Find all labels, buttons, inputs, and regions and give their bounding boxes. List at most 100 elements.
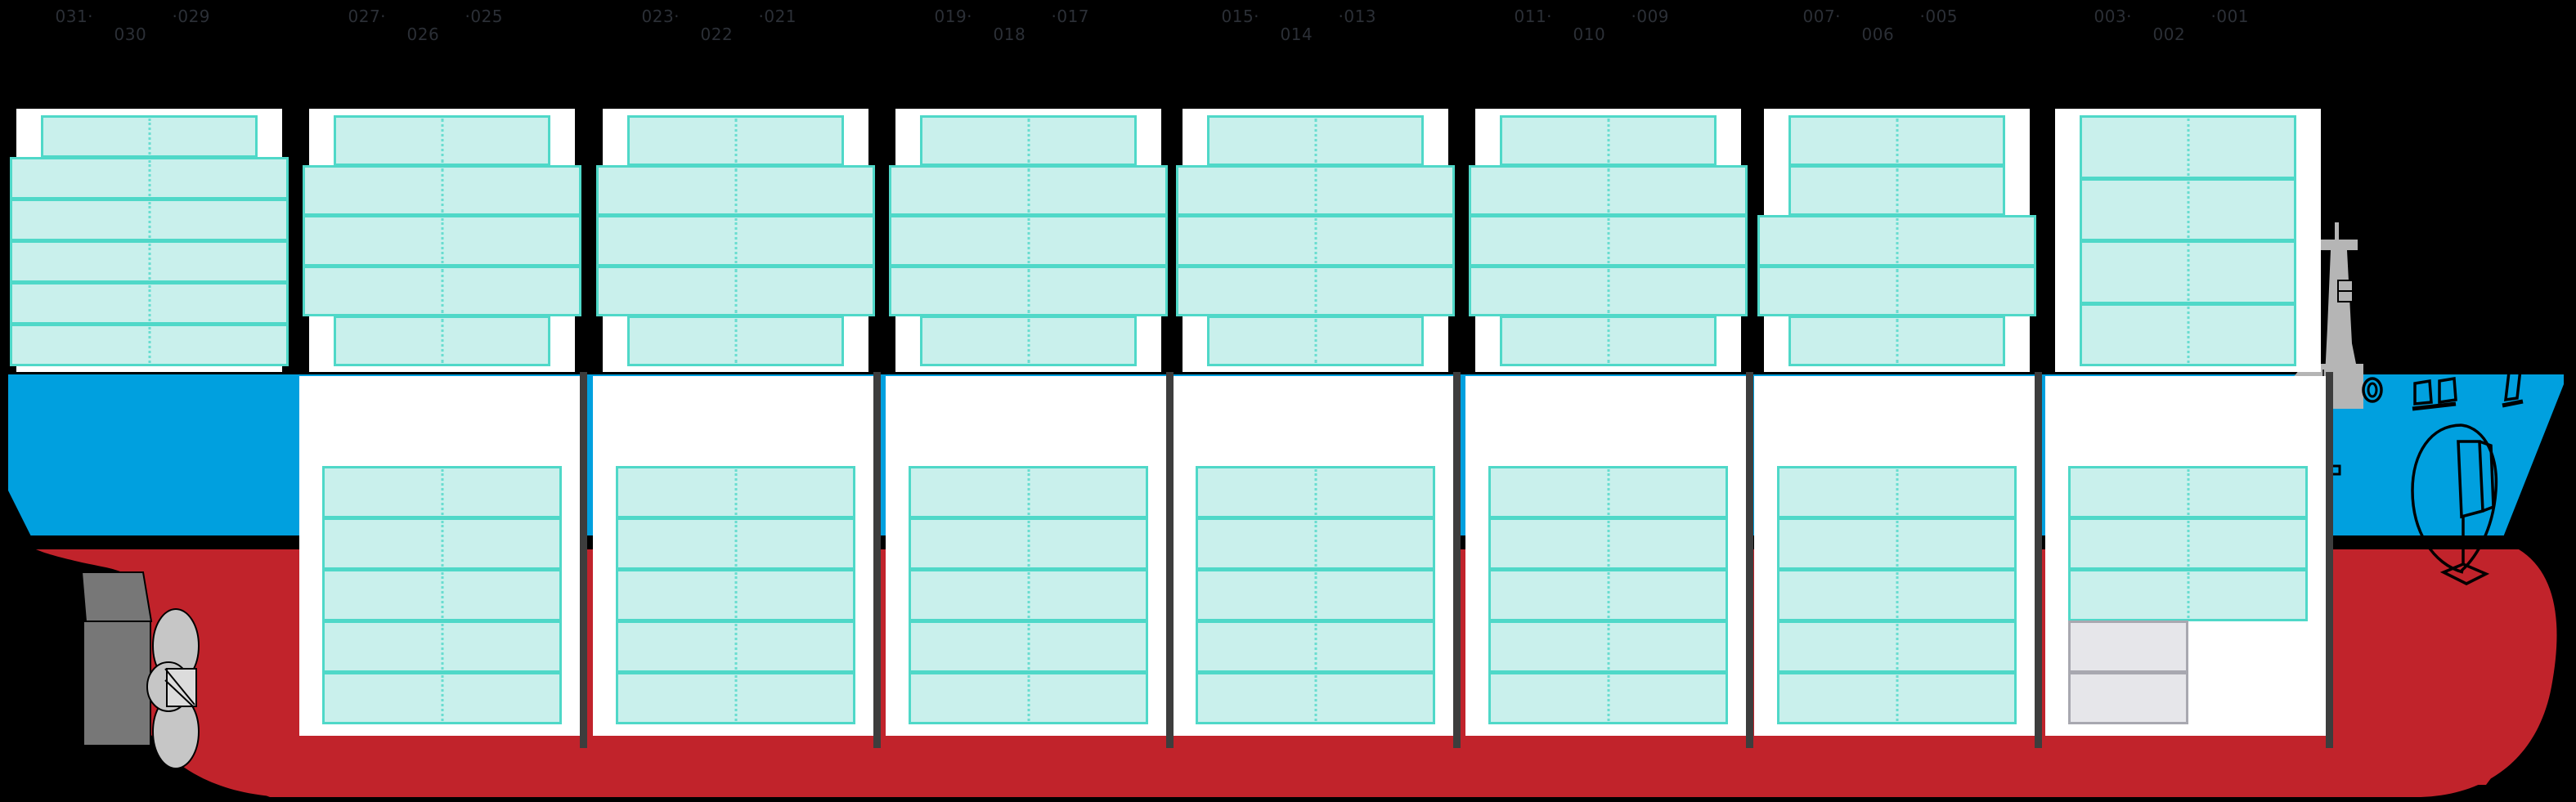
container-slot[interactable]: [1488, 672, 1728, 724]
container-slot[interactable]: [322, 672, 562, 724]
container-slot-empty[interactable]: [2068, 621, 2188, 673]
container-slot[interactable]: [1196, 569, 1435, 621]
container-slot-empty[interactable]: [2068, 672, 2188, 724]
container-slot[interactable]: [616, 466, 855, 518]
container-slot[interactable]: [909, 517, 1148, 570]
container-slot[interactable]: [334, 315, 550, 366]
container-slot[interactable]: [322, 621, 562, 673]
deck-bay-panel[interactable]: [596, 109, 875, 372]
container-slot[interactable]: [10, 157, 289, 199]
bay-label-odd-left: 019·: [934, 7, 973, 26]
container-slot[interactable]: [1488, 466, 1728, 518]
bay-label-odd-right: ·021: [758, 7, 797, 26]
container-slot[interactable]: [322, 517, 562, 570]
container-slot[interactable]: [1777, 466, 2017, 518]
container-slot[interactable]: [1469, 265, 1748, 316]
hold-bay-panel[interactable]: [1465, 376, 1751, 736]
container-slot[interactable]: [1176, 165, 1455, 217]
container-slot[interactable]: [596, 165, 875, 217]
container-slot[interactable]: [303, 215, 581, 267]
deck-bay-panel[interactable]: [10, 109, 289, 372]
container-slot[interactable]: [909, 466, 1148, 518]
hold-bay-panel[interactable]: [1754, 376, 2040, 736]
deck-bay-panel[interactable]: [889, 109, 1168, 372]
container-slot[interactable]: [10, 324, 289, 366]
container-slot[interactable]: [1196, 621, 1435, 673]
container-slot[interactable]: [2068, 517, 2308, 570]
container-slot[interactable]: [1500, 115, 1717, 167]
container-slot[interactable]: [2080, 302, 2296, 366]
container-slot[interactable]: [303, 265, 581, 316]
bay-label-even: 030: [114, 25, 147, 44]
deck-bay-panel[interactable]: [1469, 109, 1748, 372]
container-slot[interactable]: [1777, 569, 2017, 621]
deck-bay-panel[interactable]: [1757, 109, 2036, 372]
container-slot[interactable]: [1207, 115, 1424, 167]
container-slot[interactable]: [1469, 165, 1748, 217]
container-slot[interactable]: [616, 517, 855, 570]
container-slot[interactable]: [1757, 265, 2036, 316]
container-slot[interactable]: [909, 672, 1148, 724]
container-slot[interactable]: [1207, 315, 1424, 366]
container-slot[interactable]: [909, 621, 1148, 673]
container-slot[interactable]: [889, 165, 1168, 217]
container-slot[interactable]: [1788, 165, 2005, 217]
container-slot[interactable]: [1196, 517, 1435, 570]
container-slot[interactable]: [596, 265, 875, 316]
container-slot[interactable]: [616, 672, 855, 724]
anchor-icon: [2411, 423, 2498, 585]
deck-bay-panel[interactable]: [303, 109, 581, 372]
container-slot[interactable]: [920, 315, 1137, 366]
container-slot[interactable]: [1777, 517, 2017, 570]
container-slot[interactable]: [1777, 672, 2017, 724]
container-slot[interactable]: [1196, 672, 1435, 724]
container-slot[interactable]: [627, 315, 844, 366]
hold-bulkhead-divider: [1746, 372, 1753, 748]
container-slot[interactable]: [889, 215, 1168, 267]
container-slot[interactable]: [1196, 466, 1435, 518]
container-slot[interactable]: [2080, 240, 2296, 304]
container-slot[interactable]: [616, 621, 855, 673]
container-slot[interactable]: [1469, 215, 1748, 267]
deck-bay-panel[interactable]: [2055, 109, 2321, 372]
hold-bay-panel[interactable]: [299, 376, 585, 736]
container-slot[interactable]: [920, 115, 1137, 167]
container-slot[interactable]: [1500, 315, 1717, 366]
container-slot[interactable]: [909, 569, 1148, 621]
container-slot[interactable]: [2068, 466, 2308, 518]
container-slot[interactable]: [41, 115, 258, 158]
container-slot[interactable]: [1488, 569, 1728, 621]
container-slot[interactable]: [596, 215, 875, 267]
container-slot[interactable]: [1488, 621, 1728, 673]
container-slot[interactable]: [322, 466, 562, 518]
hold-bay-panel[interactable]: [593, 376, 878, 736]
container-slot[interactable]: [1788, 315, 2005, 366]
hold-bay-panel[interactable]: [2045, 376, 2331, 736]
container-slot[interactable]: [616, 569, 855, 621]
deck-hatch-icon: [2412, 376, 2457, 411]
container-slot[interactable]: [627, 115, 844, 167]
container-slot[interactable]: [1777, 621, 2017, 673]
container-slot[interactable]: [1176, 215, 1455, 267]
hold-bulkhead-divider: [580, 372, 587, 748]
deck-bay-panel[interactable]: [1176, 109, 1455, 372]
hold-bay-panel[interactable]: [886, 376, 1171, 736]
container-slot[interactable]: [10, 282, 289, 325]
container-slot[interactable]: [334, 115, 550, 167]
container-slot[interactable]: [2080, 177, 2296, 241]
container-slot[interactable]: [10, 199, 289, 241]
container-slot[interactable]: [303, 165, 581, 217]
container-slot[interactable]: [1176, 265, 1455, 316]
hold-bay-panel[interactable]: [1173, 376, 1458, 736]
container-slot[interactable]: [889, 265, 1168, 316]
container-slot[interactable]: [2068, 569, 2308, 621]
container-slot[interactable]: [322, 569, 562, 621]
container-slot[interactable]: [1757, 215, 2036, 267]
container-slot[interactable]: [10, 240, 289, 283]
container-slot[interactable]: [1788, 115, 2005, 167]
container-slot[interactable]: [1488, 517, 1728, 570]
container-slot[interactable]: [2080, 115, 2296, 179]
